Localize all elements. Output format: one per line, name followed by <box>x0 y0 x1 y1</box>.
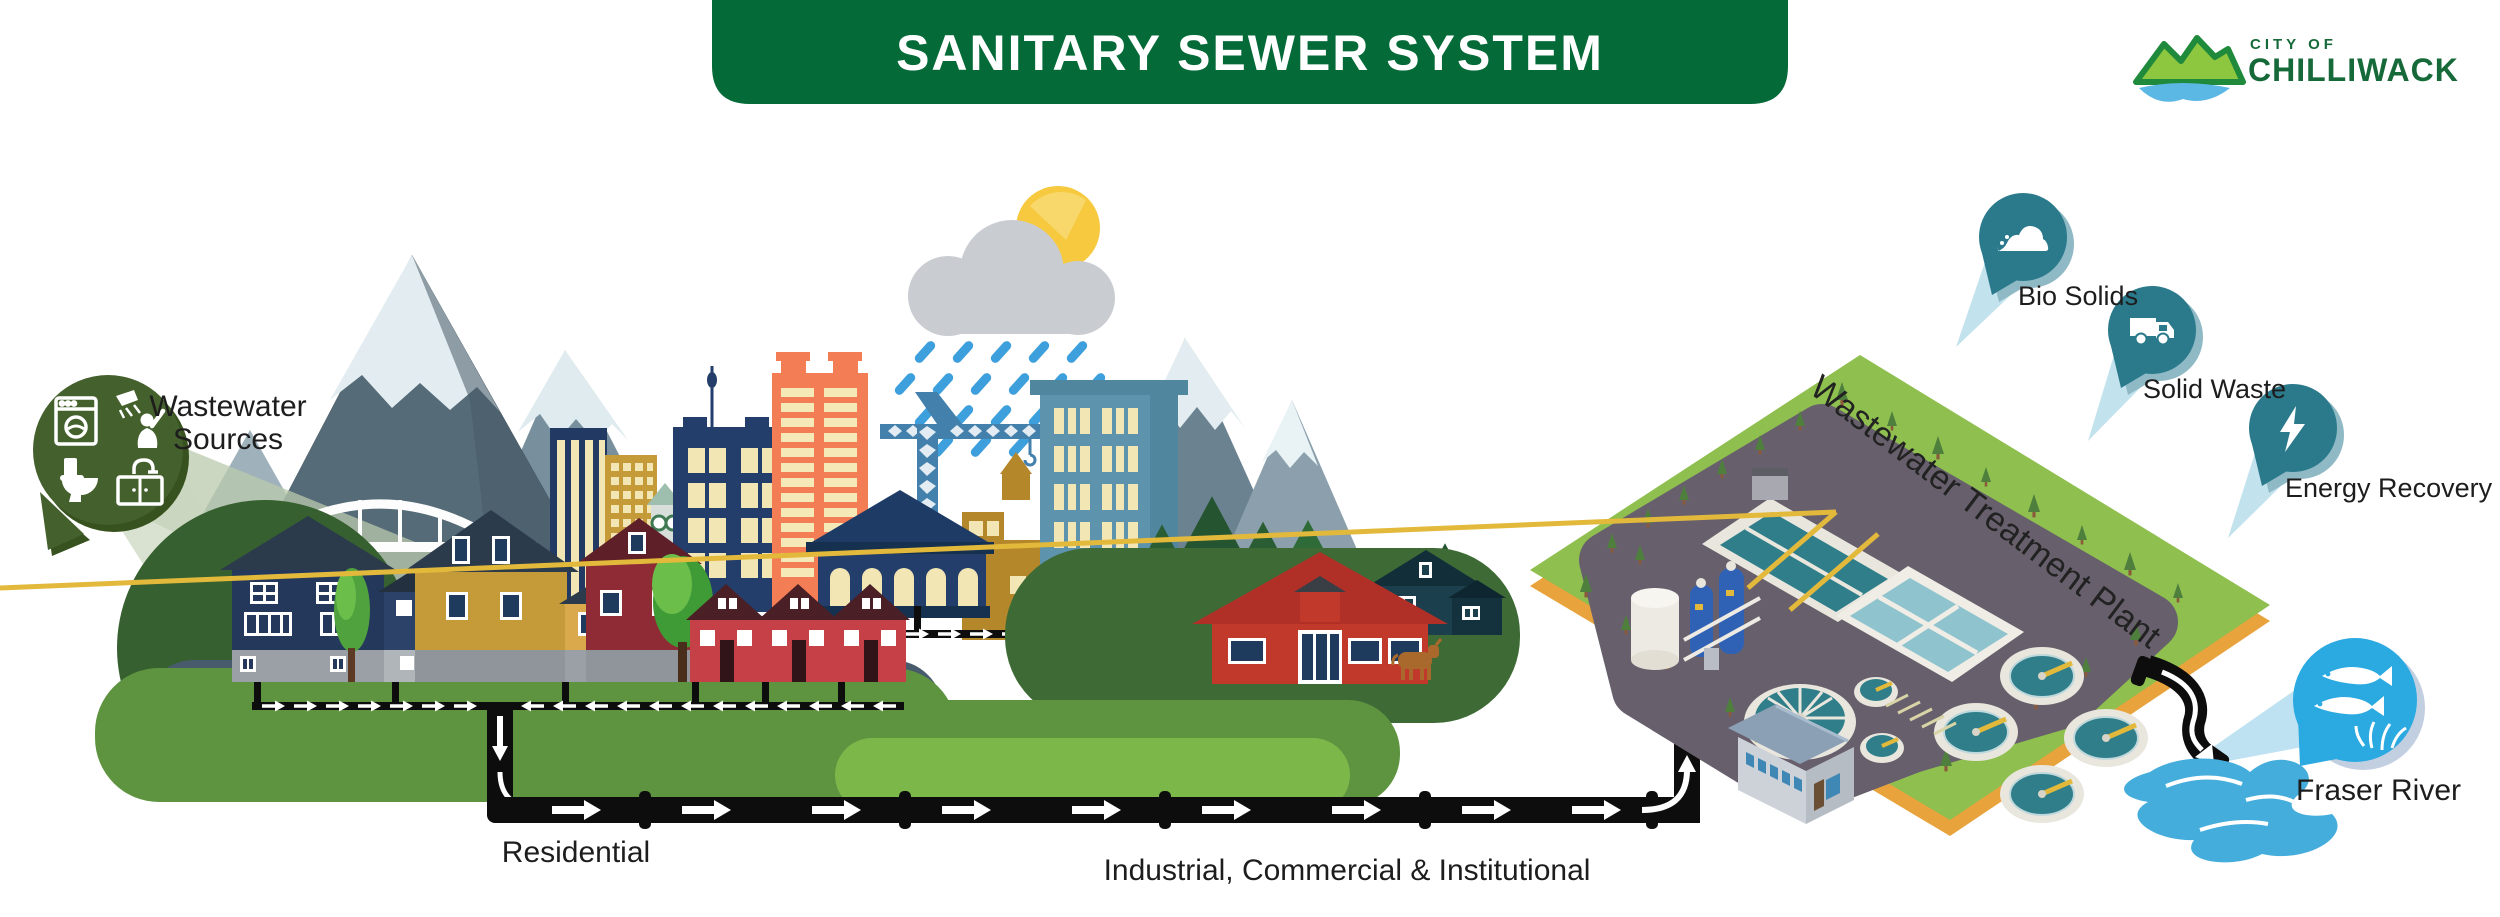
red-rowhouses <box>686 584 910 682</box>
treatment-plant <box>0 355 2270 836</box>
cow-icon <box>1391 638 1443 680</box>
logo-tagline: CITY OF <box>2250 36 2337 53</box>
hill-front-bright <box>835 738 1350 812</box>
fraser-river: Fraser River <box>2124 638 2461 863</box>
sources-label-line2: Sources <box>173 423 283 456</box>
construction-crane-icon <box>880 392 1042 520</box>
toilet-icon <box>60 458 98 502</box>
solid-waste-label: Solid Waste <box>2143 374 2286 404</box>
sink-icon <box>116 458 164 506</box>
title-banner: SANITARY SEWER SYSTEM <box>712 0 1788 104</box>
sources-label-line1: Wastewater <box>149 390 306 423</box>
sewer-collector-residential <box>252 682 904 816</box>
seaweed-icon <box>2354 721 2407 751</box>
energy-recovery-label: Energy Recovery <box>2285 473 2493 503</box>
sewer-trunk-pipe <box>487 791 1700 829</box>
bio-solids-label: Bio Solids <box>2018 281 2138 311</box>
bio-solids-icon <box>1997 226 2049 251</box>
storage-tank <box>1631 588 1679 670</box>
logo-name: CHILLIWACK <box>2248 52 2459 88</box>
rain-cloud-icon <box>908 220 1115 336</box>
aeration-basin <box>0 468 1906 622</box>
river-swirls <box>2165 775 2295 832</box>
river-water <box>2124 758 2338 863</box>
page-title: SANITARY SEWER SYSTEM <box>896 25 1604 81</box>
parking-lines <box>1885 693 1957 736</box>
outfall-pipe <box>2130 655 2230 768</box>
chilliwack-logo: CITY OF CHILLIWACK <box>2133 35 2459 102</box>
chilliwack-logo-icon <box>2133 35 2246 102</box>
plant-building <box>1728 704 1854 824</box>
energy-bolt-icon <box>2280 406 2305 452</box>
solid-waste-truck-icon <box>2130 318 2174 346</box>
ici-label: Industrial, Commercial & Institutional <box>1104 854 1591 887</box>
residential-label: Residential <box>502 836 650 869</box>
wastewater-sources-badge <box>33 375 189 556</box>
plant-output-pins: Bio Solids Solid Waste Energy Recovery <box>1956 193 2493 538</box>
small-clarifiers <box>1854 677 1904 763</box>
washing-machine-icon <box>54 396 98 446</box>
fraser-river-label: Fraser River <box>2296 774 2461 807</box>
residential-houses <box>220 510 910 682</box>
salmon-icon <box>2314 666 2392 716</box>
shower-icon <box>116 390 166 448</box>
rectangular-clarifier <box>1836 566 2024 682</box>
digester-tanks <box>1683 561 1761 670</box>
